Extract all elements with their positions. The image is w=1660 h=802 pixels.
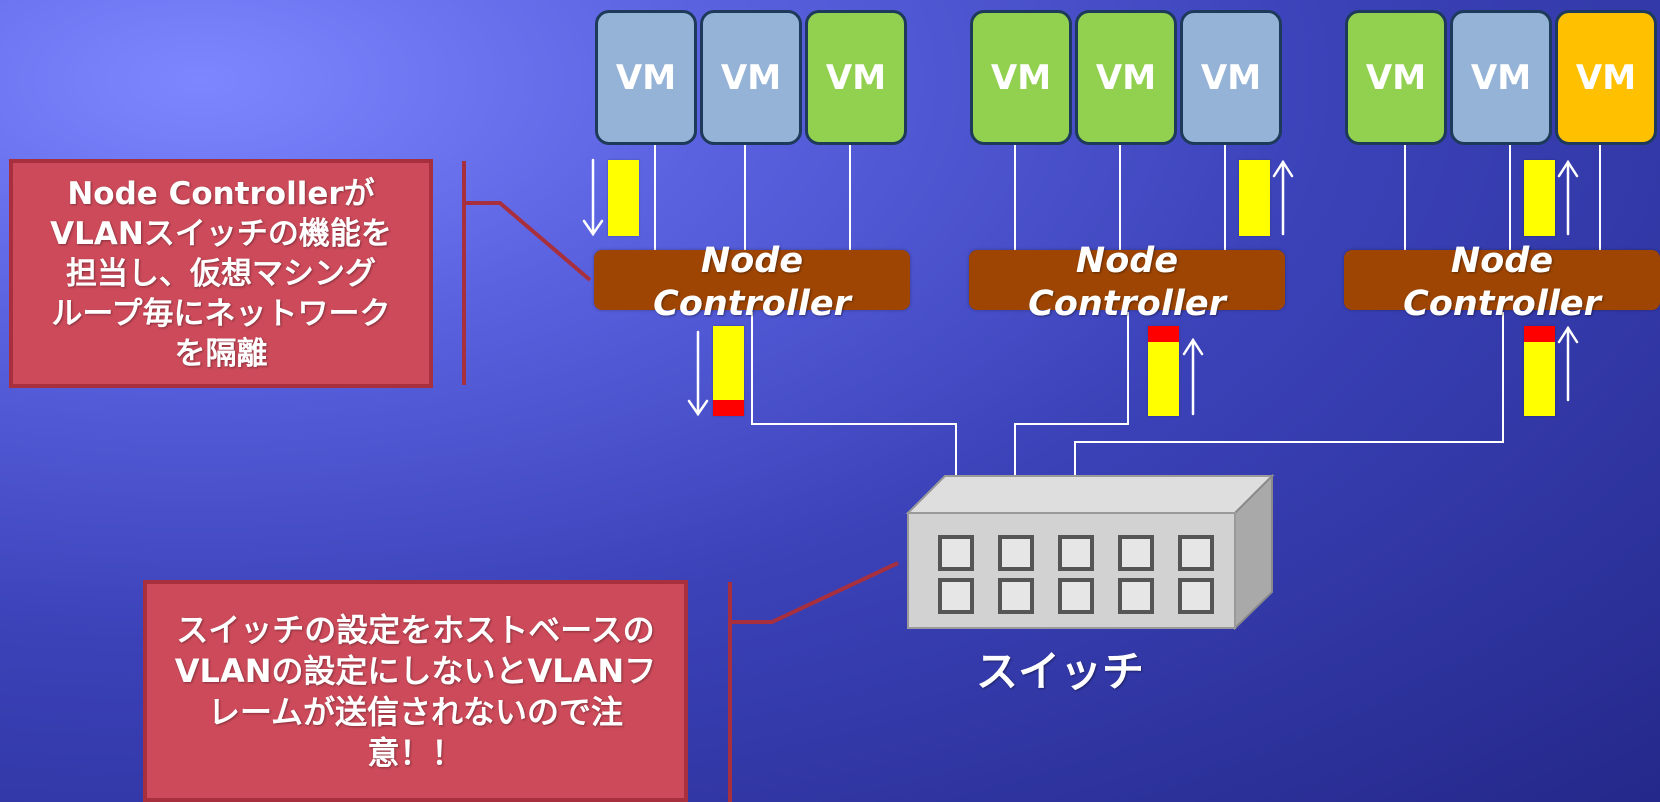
arrow-down-icon: [687, 330, 709, 417]
frame-direction-arrows: [582, 158, 1579, 417]
callout-connectors: [462, 161, 899, 802]
switch-port: [1118, 578, 1154, 614]
vm-box: VM: [805, 10, 907, 145]
callout-switch-warning: スイッチの設定をホストベースの VLANの設定にしないとVLANフ レームが送信…: [143, 580, 688, 802]
arrow-down-icon: [582, 158, 604, 237]
vm-connection-lines: [654, 145, 1601, 250]
callout-node-controller-vlan: Node Controllerが VLANスイッチの機能を 担当し、仮想マシング…: [9, 159, 433, 388]
node-controller-label-line2: Controller: [1403, 284, 1601, 324]
callout-bottom-text: スイッチの設定をホストベースの VLANの設定にしないとVLANフ レームが送信…: [174, 611, 657, 772]
vm-box: VM: [1075, 10, 1177, 145]
switch-port: [1178, 535, 1214, 571]
vlan-tag: [1148, 326, 1179, 342]
switch-port: [938, 535, 974, 571]
arrow-up-icon: [1557, 159, 1579, 236]
node-controller: [1344, 250, 1660, 310]
node-controller-label-line1: Node: [1450, 241, 1554, 281]
node-controller-label-line1: Node: [1075, 241, 1179, 281]
switch-device: [905, 473, 1275, 631]
vm-box: VM: [1555, 10, 1657, 145]
arrow-up-icon: [1182, 337, 1204, 416]
node-controller-label-line2: Controller: [1028, 284, 1226, 324]
vm-box: VM: [1345, 10, 1447, 145]
vlan-tag: [713, 400, 744, 416]
tagged-ethernet-frame: [1148, 326, 1179, 416]
arrow-up-icon: [1272, 159, 1294, 236]
node-controller-label: Node Controller: [1344, 240, 1660, 326]
tagged-ethernet-frame: [713, 326, 744, 416]
switch-port: [1058, 578, 1094, 614]
switch-port: [1058, 535, 1094, 571]
vm-box: VM: [1450, 10, 1552, 145]
vm-box: VM: [700, 10, 802, 145]
node-controller-label: Node Controller: [594, 240, 910, 326]
node-controller: [969, 250, 1285, 310]
switch-ports: [938, 535, 1214, 614]
ethernet-frame: [608, 160, 639, 236]
vlan-tag: [1524, 326, 1555, 342]
callout-top-text: Node Controllerが VLANスイッチの機能を 担当し、仮想マシング…: [50, 175, 392, 372]
switch-port: [1178, 578, 1214, 614]
node-controller: [594, 250, 910, 310]
ethernet-frame: [1239, 160, 1270, 236]
vm-box: VM: [1180, 10, 1282, 145]
switch-port: [938, 578, 974, 614]
tagged-ethernet-frame: [1524, 326, 1555, 416]
node-controller-label-line2: Controller: [653, 284, 851, 324]
switch-port: [1118, 535, 1154, 571]
ethernet-frame: [1524, 160, 1555, 236]
node-controller-label: Node Controller: [969, 240, 1285, 326]
arrow-up-icon: [1557, 325, 1579, 402]
switch-label: スイッチ: [975, 647, 1144, 696]
switch-port: [998, 535, 1034, 571]
node-controller-label-line1: Node: [700, 241, 804, 281]
switch-port: [998, 578, 1034, 614]
vm-box: VM: [970, 10, 1072, 145]
vm-box: VM: [595, 10, 697, 145]
